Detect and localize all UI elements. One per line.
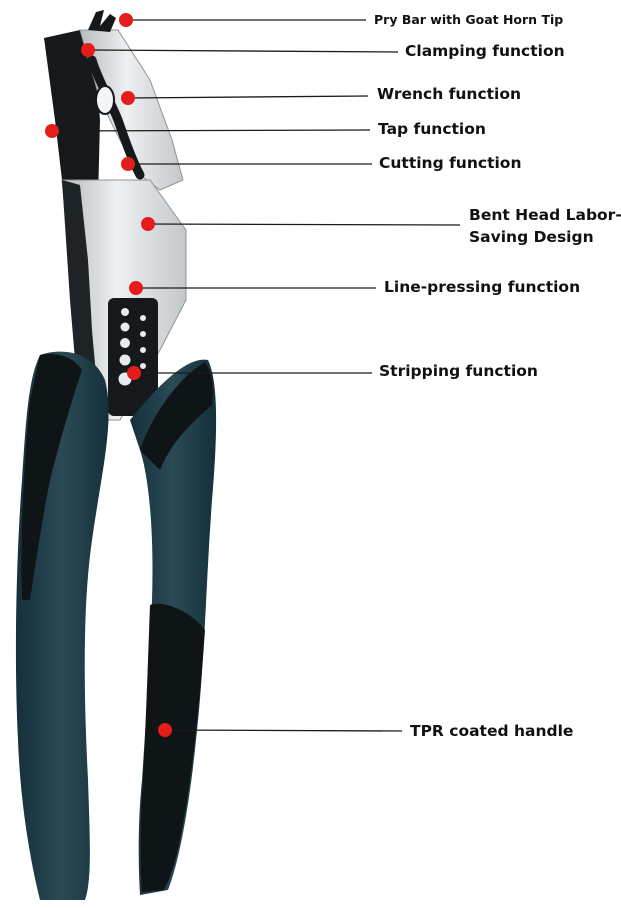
callout-label-stripping: Stripping function bbox=[379, 362, 538, 380]
right-handle-upper-grip bbox=[140, 362, 213, 470]
leader-line-wrench bbox=[127, 95, 369, 99]
callout-label-wrench: Wrench function bbox=[377, 85, 522, 103]
stripping-block bbox=[108, 298, 158, 416]
leader-line-clamping bbox=[87, 49, 399, 53]
callout-label-tap: Tap function bbox=[378, 120, 486, 138]
callout-label-clamping: Clamping function bbox=[405, 42, 565, 60]
marker-cutting bbox=[121, 157, 135, 171]
callout-label-bent-head-line1: Bent Head Labor- bbox=[469, 206, 621, 224]
marker-pry-bar bbox=[119, 13, 133, 27]
markers bbox=[45, 13, 172, 737]
callout-label-pry-bar: Pry Bar with Goat Horn Tip bbox=[374, 12, 564, 27]
leader-lines bbox=[51, 19, 461, 732]
right-handle-grip bbox=[140, 603, 205, 892]
left-jaw bbox=[44, 30, 100, 215]
marker-wrench bbox=[121, 91, 135, 105]
leader-line-tpr-handle bbox=[164, 729, 403, 732]
pivot-shadow bbox=[62, 180, 100, 420]
marker-tap bbox=[45, 124, 59, 138]
marker-stripping bbox=[127, 366, 141, 380]
callout-label-bent-head-line2: Saving Design bbox=[469, 228, 594, 246]
marker-clamping bbox=[81, 43, 95, 57]
left-handle-grip bbox=[21, 353, 82, 600]
marker-tpr-handle bbox=[158, 723, 172, 737]
stripping-holes bbox=[118, 308, 146, 386]
callout-label-line-pressing: Line-pressing function bbox=[384, 278, 581, 296]
pliers-illustration bbox=[15, 10, 217, 900]
callout-label-tpr-handle: TPR coated handle bbox=[410, 722, 574, 740]
marker-bent-head bbox=[141, 217, 155, 231]
callout-label-cutting: Cutting function bbox=[379, 154, 522, 172]
leader-line-tap bbox=[51, 129, 371, 132]
right-jaw bbox=[79, 29, 184, 191]
tap-hole bbox=[95, 85, 115, 115]
marker-line-pressing bbox=[129, 281, 143, 295]
leader-line-bent-head bbox=[147, 223, 461, 226]
goat-horn-tip-icon bbox=[88, 10, 116, 32]
